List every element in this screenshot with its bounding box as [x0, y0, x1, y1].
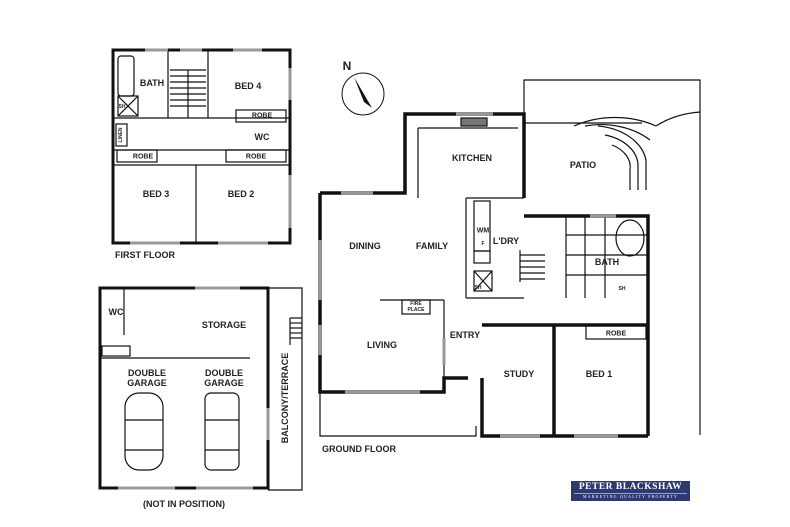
room-label-gf-robe: ROBE [605, 330, 627, 338]
room-label-robe-bed3: ROBE [132, 153, 154, 161]
room-label-bed1: BED 1 [585, 369, 613, 379]
room-label-storage: STORAGE [201, 320, 247, 330]
room-label-entry: ENTRY [449, 330, 481, 340]
garage-not-in-position-note: (NOT IN POSITION) [143, 499, 225, 509]
label-fireplace: FIRE PLACE [407, 301, 425, 313]
agency-tagline: MARKETING QUALITY PROPERTY [574, 493, 687, 500]
label-ff-shower: SH [118, 104, 126, 110]
compass-north-label: N [342, 59, 352, 73]
label-gf-shower-1: SH [474, 285, 482, 291]
room-label-bed3: BED 3 [142, 189, 170, 199]
room-label-bed2: BED 2 [227, 189, 255, 199]
room-label-robe-bed2: ROBE [245, 153, 267, 161]
first-floor-title: FIRST FLOOR [115, 250, 175, 260]
room-label-double-garage-left: DOUBLE GARAGE [127, 368, 167, 388]
room-label-double-garage-right: DOUBLE GARAGE [204, 368, 244, 388]
room-label-bed4: BED 4 [234, 81, 262, 91]
room-label-garage-wc: WC [108, 307, 124, 317]
room-label-kitchen: KITCHEN [452, 153, 492, 163]
first-floor-walls [111, 48, 292, 245]
room-label-patio: PATIO [569, 160, 597, 170]
agency-logo: PETER BLACKSHAW MARKETING QUALITY PROPER… [571, 481, 690, 501]
appliance-label-wm: WM [476, 227, 490, 235]
agency-name: PETER BLACKSHAW [578, 482, 683, 492]
label-gf-shower-2: SH [618, 286, 626, 292]
room-label-ff-bath: BATH [139, 78, 165, 88]
room-label-ff-wc: WC [254, 132, 270, 142]
room-label-study: STUDY [503, 369, 535, 379]
room-label-living: LIVING [366, 340, 398, 350]
room-label-dining: DINING [349, 241, 381, 251]
room-label-robe-bed4: ROBE [251, 112, 273, 120]
room-label-balcony-terrace: BALCONY/TERRACE [280, 352, 290, 444]
room-label-laundry: L'DRY [492, 236, 520, 246]
appliance-label-fridge: F [481, 241, 485, 247]
room-label-family: FAMILY [415, 241, 449, 251]
room-label-linen: LINEN [118, 127, 124, 143]
room-label-gf-bath: BATH [594, 257, 620, 267]
ground-floor-title: GROUND FLOOR [322, 444, 396, 454]
